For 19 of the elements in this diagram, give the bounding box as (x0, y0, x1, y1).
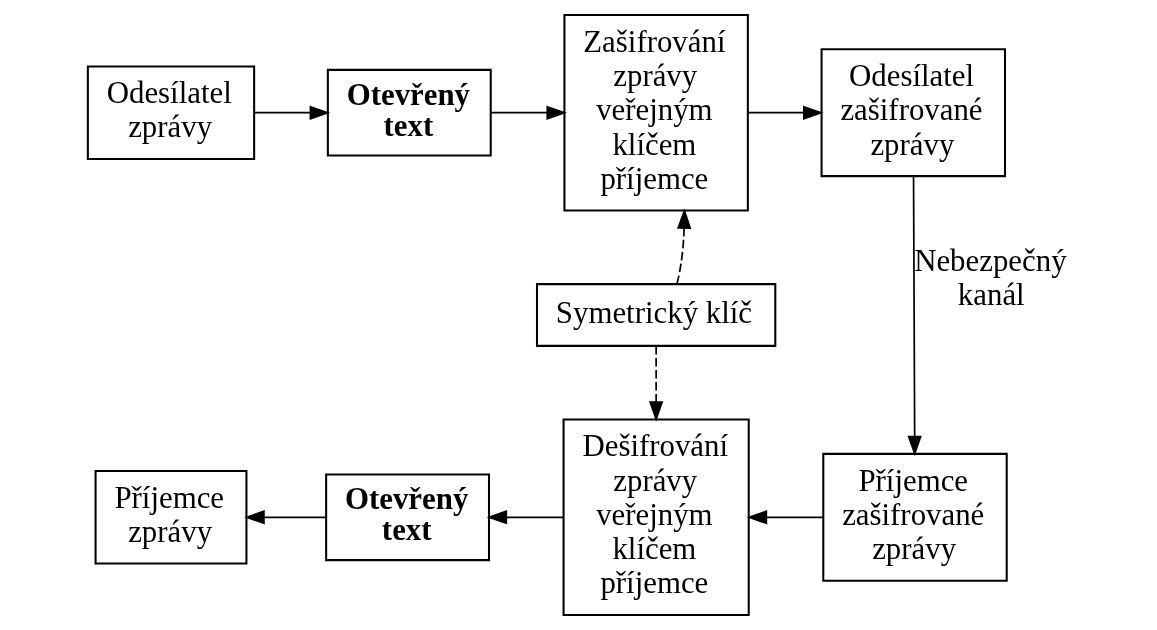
arrow (243, 510, 327, 525)
arrow (648, 345, 663, 422)
node-box: Odesílatel zašifrované zprávy (820, 48, 1006, 178)
node-box: Příjemce zašifrované zprávy (821, 452, 1008, 582)
arrow (746, 510, 824, 525)
arrow (252, 105, 330, 120)
arrow (906, 175, 922, 457)
node-box: Zašifrování zprávy veřejným klíčem příjemce (562, 13, 749, 212)
node-box: Symetrický klíč (535, 283, 776, 347)
arrow (746, 105, 824, 120)
node-box: Dešifrování zprávy veřejným klíčem příjemce (562, 418, 750, 617)
node-box: Otevřený text (326, 68, 492, 157)
arrow (489, 105, 567, 120)
node-box: Odesílatel zprávy (86, 65, 255, 161)
arrow (675, 208, 691, 285)
node-box: Otevřený text (324, 473, 490, 562)
edge-label: Nebezpečný kanál (913, 243, 1067, 313)
node-box: Příjemce zprávy (94, 469, 247, 565)
arrow (486, 510, 564, 525)
